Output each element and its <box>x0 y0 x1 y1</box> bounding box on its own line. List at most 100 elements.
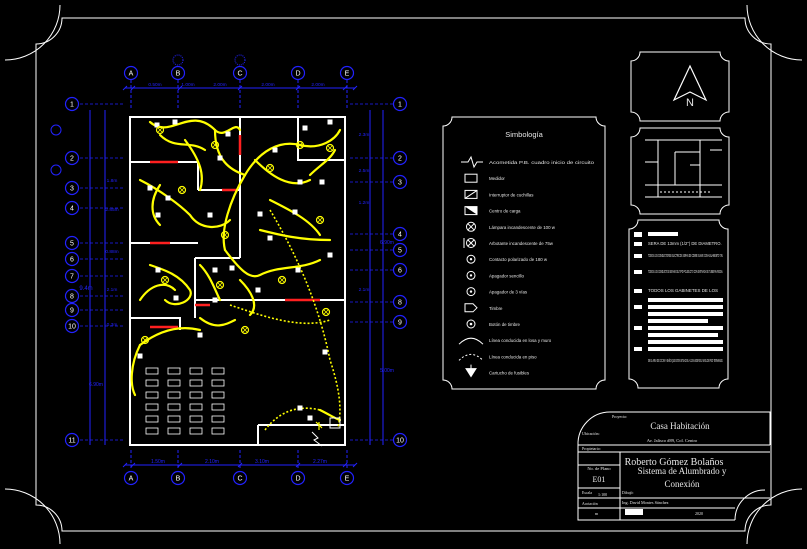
grid-bubble-bottom <box>290 470 306 486</box>
grid-bubble-right <box>392 242 408 258</box>
grid-bubble-right <box>392 262 408 278</box>
dim-right: 2.3m <box>359 132 370 138</box>
legend-item: Interruptor de cuchillas <box>464 189 534 199</box>
legend-item: Contacto polarizado de 180 w <box>466 254 548 264</box>
legend-item: Cartucho de fusibles <box>465 364 530 378</box>
grid-label-left: 9 <box>70 308 74 315</box>
dim-right: 1.2m <box>359 200 370 206</box>
title-block-redacted <box>625 509 643 515</box>
legend-item-label: Contacto polarizado de 180 w <box>489 257 548 262</box>
legend-item-label: Apagador sencillo <box>489 273 524 278</box>
wiring <box>130 119 342 422</box>
grid-label-right: 1 <box>398 102 402 109</box>
acometida-icon <box>461 155 483 169</box>
grid-label-top: E <box>345 71 350 78</box>
legend-item-label: Interruptor de cuchillas <box>489 192 534 197</box>
outlet-icon <box>155 212 161 218</box>
legend-item-label: Acometida P.B. cuadro inicio de circuito <box>489 160 595 165</box>
grid-label-right: 4 <box>398 232 402 239</box>
lamp-icon <box>315 215 325 225</box>
legend-item-label: Centro de carga <box>489 209 521 214</box>
lamp-icon <box>210 140 220 150</box>
grid-bubble-left <box>64 235 80 251</box>
outlet-icon <box>292 209 298 215</box>
outlet-icon <box>137 353 143 359</box>
legend-item-label: Medidor <box>489 176 505 181</box>
grid-bubble-left <box>64 200 80 216</box>
legend-item-label: Cartucho de fusibles <box>489 371 530 376</box>
ubicacion-value: Av. Jalisco #89, Col. Centro <box>647 438 698 444</box>
note-line-4: TODOS LOS GABINETES DE LOS <box>648 288 718 293</box>
grid-label-right: 9 <box>398 320 402 327</box>
fuse-icon <box>315 421 323 430</box>
outlet-icon <box>229 265 235 271</box>
lamp-icon <box>140 335 150 345</box>
grid-label-left: 11 <box>68 438 75 445</box>
dim-left: 2.85m <box>105 207 118 213</box>
grid-label-top: D <box>295 71 300 78</box>
grid-bubble-left <box>64 96 80 112</box>
dim-right: 2.5m <box>359 168 370 174</box>
grid-label-left: 2 <box>70 156 74 163</box>
grid-label-right: 5 <box>398 248 402 255</box>
three-way-switch-icon <box>466 287 476 297</box>
outlet-icon <box>172 119 178 125</box>
dim-top: 2.00m <box>261 82 274 88</box>
grid-bubble-bottom <box>339 470 355 486</box>
dim-bottom: 2.27m <box>313 459 327 465</box>
dim-bottom: 1.50m <box>151 459 165 465</box>
outlet-icon <box>212 297 218 303</box>
panel-icon <box>329 417 341 429</box>
outlet-icon <box>272 147 278 153</box>
legend-item: Timbre <box>464 303 503 313</box>
notes-redacted <box>634 232 723 351</box>
cotas-value: m <box>595 511 599 516</box>
outlet-icon <box>147 185 153 191</box>
legend-item: Centro de carga <box>464 206 521 216</box>
grid-bubble-mark <box>50 124 62 136</box>
outlet-icon <box>466 254 476 264</box>
grid-label-left: 7 <box>70 274 74 281</box>
outlet-icon <box>302 125 308 131</box>
dim-top: 0.50m <box>148 82 161 88</box>
grid-label-bottom: C <box>237 476 242 483</box>
outlet-icon <box>154 122 160 128</box>
corner-ornaments <box>4 4 803 545</box>
dibujo-value: Ing. David Montes Sánchez <box>622 500 669 505</box>
legend-item: Línea conducida en losa y muro <box>458 337 552 345</box>
legend-item: Apagador de 3 vías <box>466 287 528 297</box>
lamp-icon <box>466 221 476 232</box>
legend-item-label: Línea conducida en piso <box>489 354 537 359</box>
grid-bubble-left <box>64 302 80 318</box>
lamp-icon <box>277 275 287 285</box>
grid-bubble-top <box>170 65 186 81</box>
dim-left-outer: 6.90m <box>89 382 103 388</box>
dim-left-total: 9.4m <box>79 286 92 292</box>
lamp-icon <box>215 280 225 290</box>
grid-label-bottom: E <box>345 476 350 483</box>
note-line-1: SERA DE 13mm (1/2") DE DIAMETRO. <box>648 241 722 246</box>
propietario-label: Propietario: <box>582 446 601 451</box>
propietario-value: Roberto Gómez Bolaños <box>625 457 724 468</box>
escala-value: 1:100 <box>598 492 607 497</box>
grid-bubble-top <box>339 65 355 81</box>
plano-label: No. de Plano <box>587 466 611 471</box>
parking-grid <box>145 367 225 435</box>
grid-label-bottom: B <box>176 476 181 483</box>
dim-right-total: 6.90m <box>380 240 394 246</box>
floor-line-icon <box>458 353 484 361</box>
north-panel: N <box>630 51 730 122</box>
grid-bubble-left <box>64 251 80 267</box>
grid-bubble-top <box>123 65 139 81</box>
grid-bubble-top <box>290 65 306 81</box>
dim-left: 0.3m <box>107 322 118 328</box>
grid-label-top: C <box>237 71 242 78</box>
outlet-icon <box>307 415 313 421</box>
grid-label-left: 6 <box>70 257 74 264</box>
fixtures <box>137 119 341 447</box>
outlet-icon <box>267 235 273 241</box>
location-panel <box>630 127 730 215</box>
lamp-icon <box>160 275 170 285</box>
